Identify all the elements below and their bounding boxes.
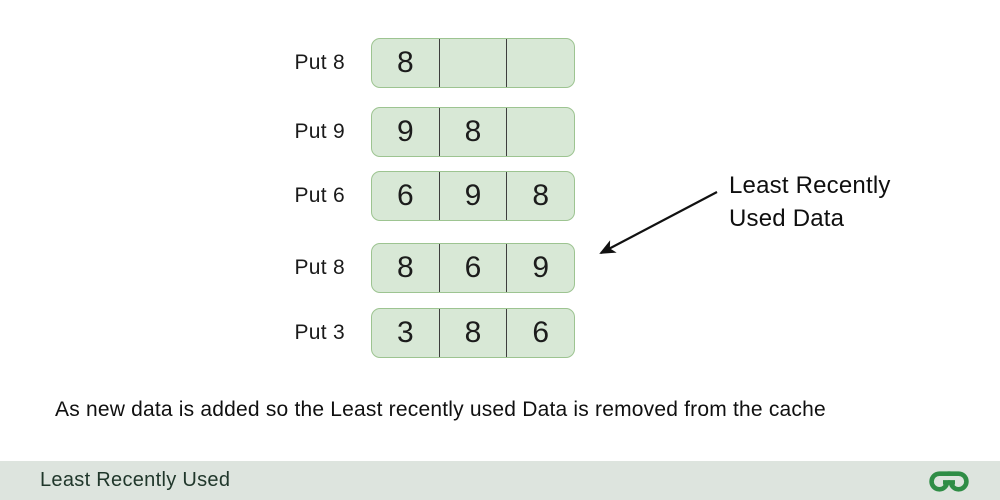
cache-box: 8 xyxy=(371,38,575,88)
cache-cell: 8 xyxy=(438,309,507,357)
step-label: Put 8 xyxy=(294,51,345,74)
cache-step-row: Put 6 6 9 8 xyxy=(0,171,575,221)
cache-cell xyxy=(506,39,574,87)
step-label: Put 6 xyxy=(294,184,345,207)
cache-cell: 8 xyxy=(396,251,414,284)
lru-annotation: Least Recently Used Data xyxy=(729,169,891,235)
cache-step-row: Put 8 8 xyxy=(0,38,575,88)
cache-cell: 8 xyxy=(506,172,574,220)
step-label: Put 8 xyxy=(294,256,345,279)
cache-cell: 9 xyxy=(396,115,414,148)
cache-box: 9 8 xyxy=(371,107,575,157)
annotation-line: Least Recently xyxy=(729,172,891,199)
footer-bar: Least Recently Used xyxy=(0,461,1000,500)
cache-cell: 6 xyxy=(506,309,574,357)
caption-text: As new data is added so the Least recent… xyxy=(55,398,826,421)
cache-box: 3 8 6 xyxy=(371,308,575,358)
geeksforgeeks-logo-icon xyxy=(929,470,969,492)
annotation-line: Used Data xyxy=(729,205,845,232)
cache-cell xyxy=(506,108,574,156)
cache-cell: 3 xyxy=(396,316,414,349)
step-label: Put 3 xyxy=(294,321,345,344)
cache-cell xyxy=(438,39,507,87)
cache-box: 6 9 8 xyxy=(371,171,575,221)
cache-cell: 6 xyxy=(438,244,507,292)
cache-cell: 8 xyxy=(438,108,507,156)
cache-step-row: Put 8 8 6 9 xyxy=(0,243,575,293)
cache-cell: 9 xyxy=(506,244,574,292)
cache-step-row: Put 3 3 8 6 xyxy=(0,308,575,358)
cache-cell: 8 xyxy=(396,46,414,79)
lru-arrow-icon xyxy=(599,191,718,254)
cache-box: 8 6 9 xyxy=(371,243,575,293)
cache-step-row: Put 9 9 8 xyxy=(0,107,575,157)
step-label: Put 9 xyxy=(294,120,345,143)
cache-cell: 9 xyxy=(438,172,507,220)
footer-title: Least Recently Used xyxy=(40,469,231,491)
cache-cell: 6 xyxy=(396,179,414,212)
